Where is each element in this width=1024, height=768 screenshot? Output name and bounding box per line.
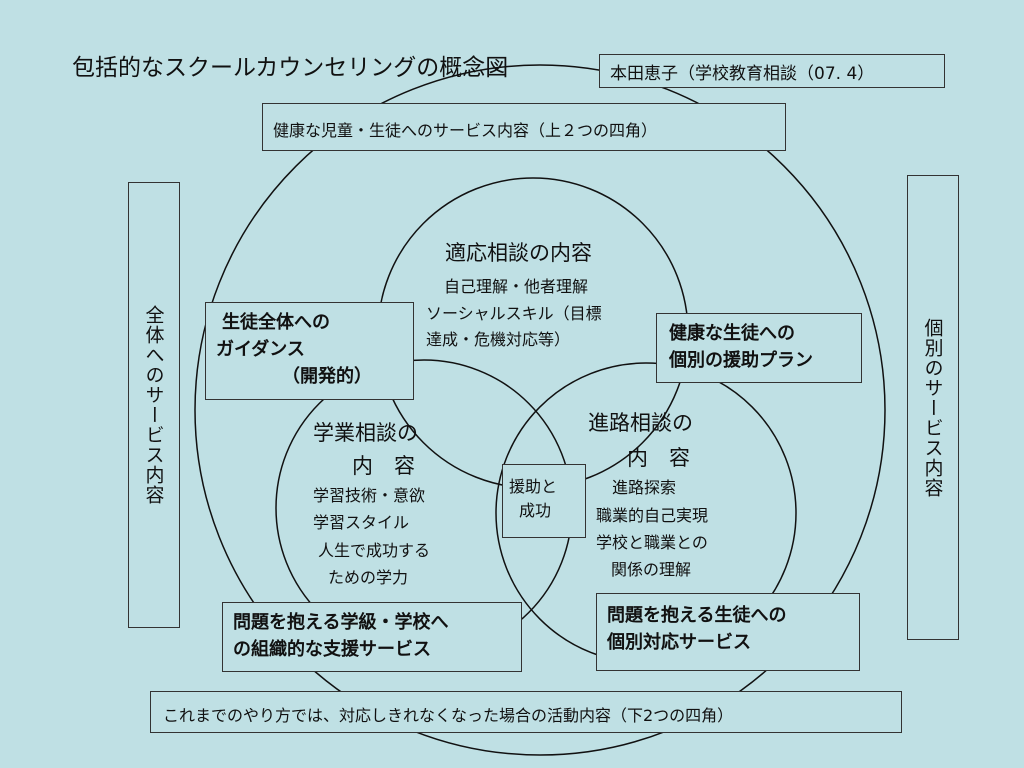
guidance-line-1: 生徒全体への <box>222 312 330 333</box>
center-box-line-1: 援助と <box>509 477 558 496</box>
bottom-note: これまでのやり方では、対応しきれなくなった場合の活動内容（下2つの四角） <box>150 691 902 733</box>
class-support-line-1: 問題を抱える学級・学校へ <box>233 612 449 633</box>
individual-service-box: 問題を抱える生徒への 個別対応サービス <box>596 593 860 671</box>
adaptation-title: 適応相談の内容 <box>445 241 592 265</box>
guidance-line-2: ガイダンス <box>216 339 305 360</box>
individual-service-line-1: 問題を抱える生徒への <box>607 605 787 626</box>
page-title: 包括的なスクールカウンセリングの概念図 <box>72 55 509 81</box>
career-line-4: 関係の理解 <box>611 560 692 579</box>
career-title-2: 内 容 <box>627 446 690 470</box>
right-vertical-box: 個別のサービス内容 <box>907 175 959 640</box>
healthy-plan-line-1: 健康な生徒への <box>669 323 795 344</box>
academic-line-2: 学習スタイル <box>313 513 410 532</box>
left-vertical-label: 全体へのサービス内容 <box>142 305 165 505</box>
author-citation: 本田恵子（学校教育相談（07. 4） <box>599 54 945 88</box>
outer-circle <box>194 64 886 756</box>
individual-service-line-2: 個別対応サービス <box>607 632 751 653</box>
healthy-plan-line-2: 個別の援助プラン <box>669 350 813 371</box>
top-note: 健康な児童・生徒へのサービス内容（上２つの四角） <box>262 103 786 151</box>
academic-line-3: 人生で成功する <box>318 541 431 560</box>
adaptation-line-1: 自己理解・他者理解 <box>444 277 589 296</box>
academic-line-4: ための学力 <box>328 568 409 587</box>
right-vertical-label: 個別のサービス内容 <box>921 317 944 498</box>
adaptation-line-2: ソーシャルスキル（目標 <box>426 304 602 323</box>
guidance-box: 生徒全体への ガイダンス （開発的） <box>205 302 414 400</box>
career-line-1: 進路探索 <box>612 478 677 497</box>
center-box-line-2: 成功 <box>519 501 552 520</box>
left-vertical-box: 全体へのサービス内容 <box>128 182 180 628</box>
academic-title-1: 学業相談の <box>313 421 418 445</box>
class-support-box: 問題を抱える学級・学校へ の組織的な支援サービス <box>222 602 522 672</box>
academic-title-2: 内 容 <box>352 454 415 478</box>
adaptation-line-3: 達成・危機対応等） <box>426 330 571 349</box>
academic-line-1: 学習技術・意欲 <box>313 486 426 505</box>
guidance-line-3: （開発的） <box>282 366 372 387</box>
career-line-3: 学校と職業との <box>596 533 708 552</box>
center-box: 援助と 成功 <box>502 464 586 538</box>
career-title-1: 進路相談の <box>588 411 693 435</box>
career-line-2: 職業的自己実現 <box>596 506 709 525</box>
healthy-plan-box: 健康な生徒への 個別の援助プラン <box>656 313 862 383</box>
class-support-line-2: の組織的な支援サービス <box>233 639 431 660</box>
